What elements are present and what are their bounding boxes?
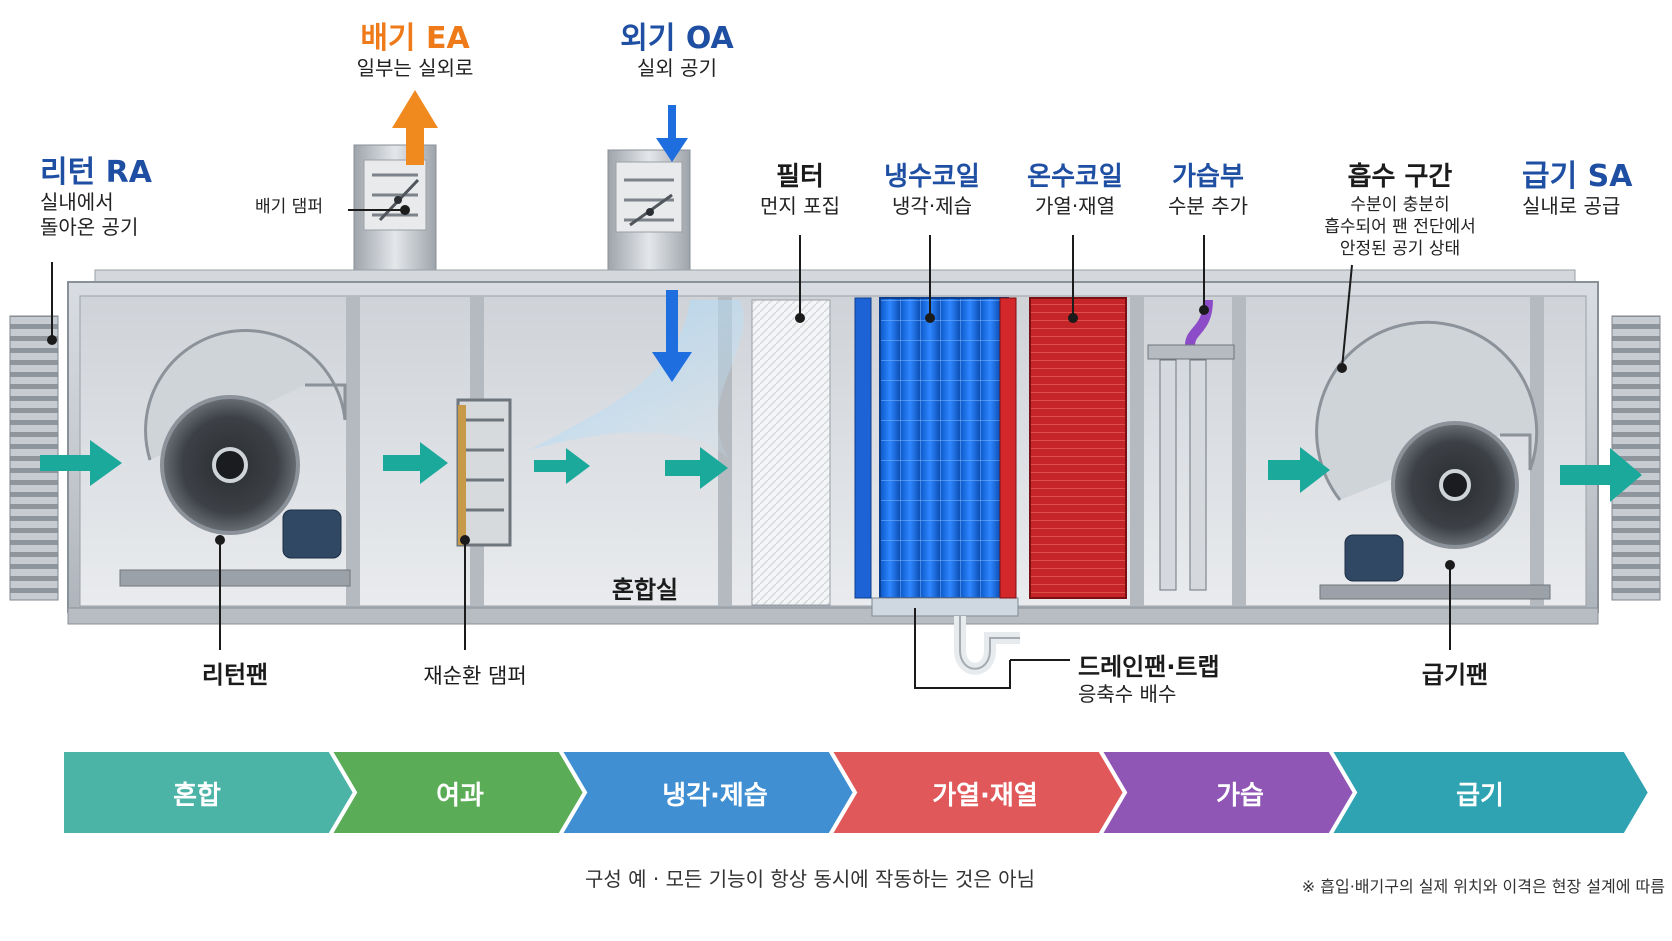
hum-sub: 수분 추가 bbox=[1168, 194, 1248, 218]
absorb-sub-3: 안정된 공기 상태 bbox=[1339, 239, 1461, 259]
label-drain: 드레인팬·트랩 응축수 배수 bbox=[1078, 647, 1298, 707]
mixing-chamber-label: 혼합실 bbox=[611, 576, 679, 604]
drain-sub: 응축수 배수 bbox=[1078, 682, 1177, 706]
leader-lines bbox=[51, 209, 1451, 689]
exhaust-damper-label: 배기 댐퍼 bbox=[255, 197, 323, 217]
flow-arrow-sa bbox=[1560, 448, 1642, 502]
hum-title: 가습부 bbox=[1172, 162, 1244, 192]
process-stage-labels: 혼합 여과 냉각·제습 가열·재열 가습 급기 bbox=[0, 745, 1672, 840]
stage-label-heat: 가열·재열 bbox=[932, 781, 1038, 811]
process-band bbox=[60, 748, 1653, 837]
flow-arrow-1 bbox=[383, 442, 448, 484]
label-ra: 리턴 RA 실내에서 돌아온 공기 bbox=[40, 156, 260, 240]
stage-label-cool: 냉각·제습 bbox=[662, 781, 768, 811]
ra-sub-1: 실내에서 bbox=[40, 190, 114, 214]
flow-arrow-3 bbox=[665, 447, 728, 489]
chw-title: 냉수코일 bbox=[884, 162, 980, 192]
absorb-title: 흡수 구간 bbox=[1347, 162, 1453, 192]
oa-inflow-arrow-icon bbox=[652, 290, 692, 382]
label-humidifier: 가습부 수분 추가 bbox=[1148, 160, 1268, 219]
drain-title: 드레인팬·트랩 bbox=[1078, 653, 1220, 681]
filter-sub: 먼지 포집 bbox=[760, 194, 840, 218]
flow-arrow-4 bbox=[1268, 447, 1330, 493]
airflow-arrows bbox=[40, 440, 1642, 502]
stage-label-supply: 급기 bbox=[1456, 781, 1504, 811]
footnote-center: 구성 예 · 모든 기능이 항상 동시에 작동하는 것은 아님 bbox=[585, 867, 1035, 891]
flow-arrow-ra bbox=[40, 440, 122, 486]
return-fan-unit bbox=[119, 329, 351, 587]
oa-flow-swirl bbox=[530, 300, 744, 460]
footnote-right: ※ 흡입·배기구의 실제 위치와 이격은 현장 설계에 따름 bbox=[1301, 877, 1665, 896]
recirc-damper bbox=[456, 398, 512, 547]
absorb-sub-2: 흡수되어 팬 전단에서 bbox=[1324, 217, 1476, 237]
chilled-water-coil bbox=[854, 297, 1019, 617]
absorb-sub-1: 수분이 충분히 bbox=[1350, 195, 1450, 215]
filter-title: 필터 bbox=[776, 162, 824, 192]
label-hw-coil: 온수코일 가열·재열 bbox=[1005, 160, 1145, 219]
label-absorb-zone: 흡수 구간 수분이 충분히 흡수되어 팬 전단에서 안정된 공기 상태 bbox=[1300, 160, 1500, 260]
humidifier bbox=[1147, 299, 1235, 591]
label-sa: 급기 SA 실내로 공급 bbox=[1522, 160, 1662, 219]
sa-title: 급기 SA bbox=[1522, 159, 1633, 194]
label-chw-coil: 냉수코일 냉각·제습 bbox=[862, 160, 1002, 219]
sa-sub: 실내로 공급 bbox=[1522, 194, 1621, 218]
chw-sub: 냉각·제습 bbox=[892, 194, 972, 218]
stage-label-mix: 혼합 bbox=[173, 781, 221, 811]
ea-duct bbox=[353, 144, 437, 286]
label-filter: 필터 먼지 포집 bbox=[740, 160, 860, 219]
ea-sub: 일부는 실외로 bbox=[356, 56, 474, 80]
label-oa: 외기 OA 실외 공기 bbox=[582, 22, 772, 81]
recirc-damper-label: 재순환 댐퍼 bbox=[423, 664, 527, 688]
supply-fan-label: 급기팬 bbox=[1421, 661, 1489, 689]
stage-label-humid: 가습 bbox=[1216, 781, 1264, 811]
ea-arrow-icon bbox=[392, 90, 438, 165]
stage-label-filter: 여과 bbox=[436, 781, 484, 811]
hw-title: 온수코일 bbox=[1027, 162, 1123, 192]
ea-title: 배기 EA bbox=[360, 21, 470, 56]
hot-water-coil bbox=[999, 297, 1127, 599]
ra-sub-2: 돌아온 공기 bbox=[40, 215, 139, 239]
hw-sub: 가열·재열 bbox=[1035, 194, 1115, 218]
label-ea: 배기 EA 일부는 실외로 bbox=[320, 22, 510, 81]
flow-arrow-2 bbox=[534, 448, 590, 484]
filter-bank bbox=[751, 299, 831, 606]
oa-title: 외기 OA bbox=[620, 21, 734, 56]
oa-sub: 실외 공기 bbox=[637, 56, 717, 80]
supply-fan-unit bbox=[1315, 320, 1551, 600]
oa-arrow-icon bbox=[656, 105, 688, 162]
return-fan-label: 리턴팬 bbox=[201, 661, 269, 689]
ra-title: 리턴 RA bbox=[40, 155, 152, 190]
label-exhaust-damper: 배기 댐퍼 bbox=[255, 196, 355, 218]
oa-duct bbox=[607, 149, 691, 286]
process-stage-supply bbox=[1326, 748, 1653, 837]
ahu-diagram bbox=[9, 90, 1661, 689]
